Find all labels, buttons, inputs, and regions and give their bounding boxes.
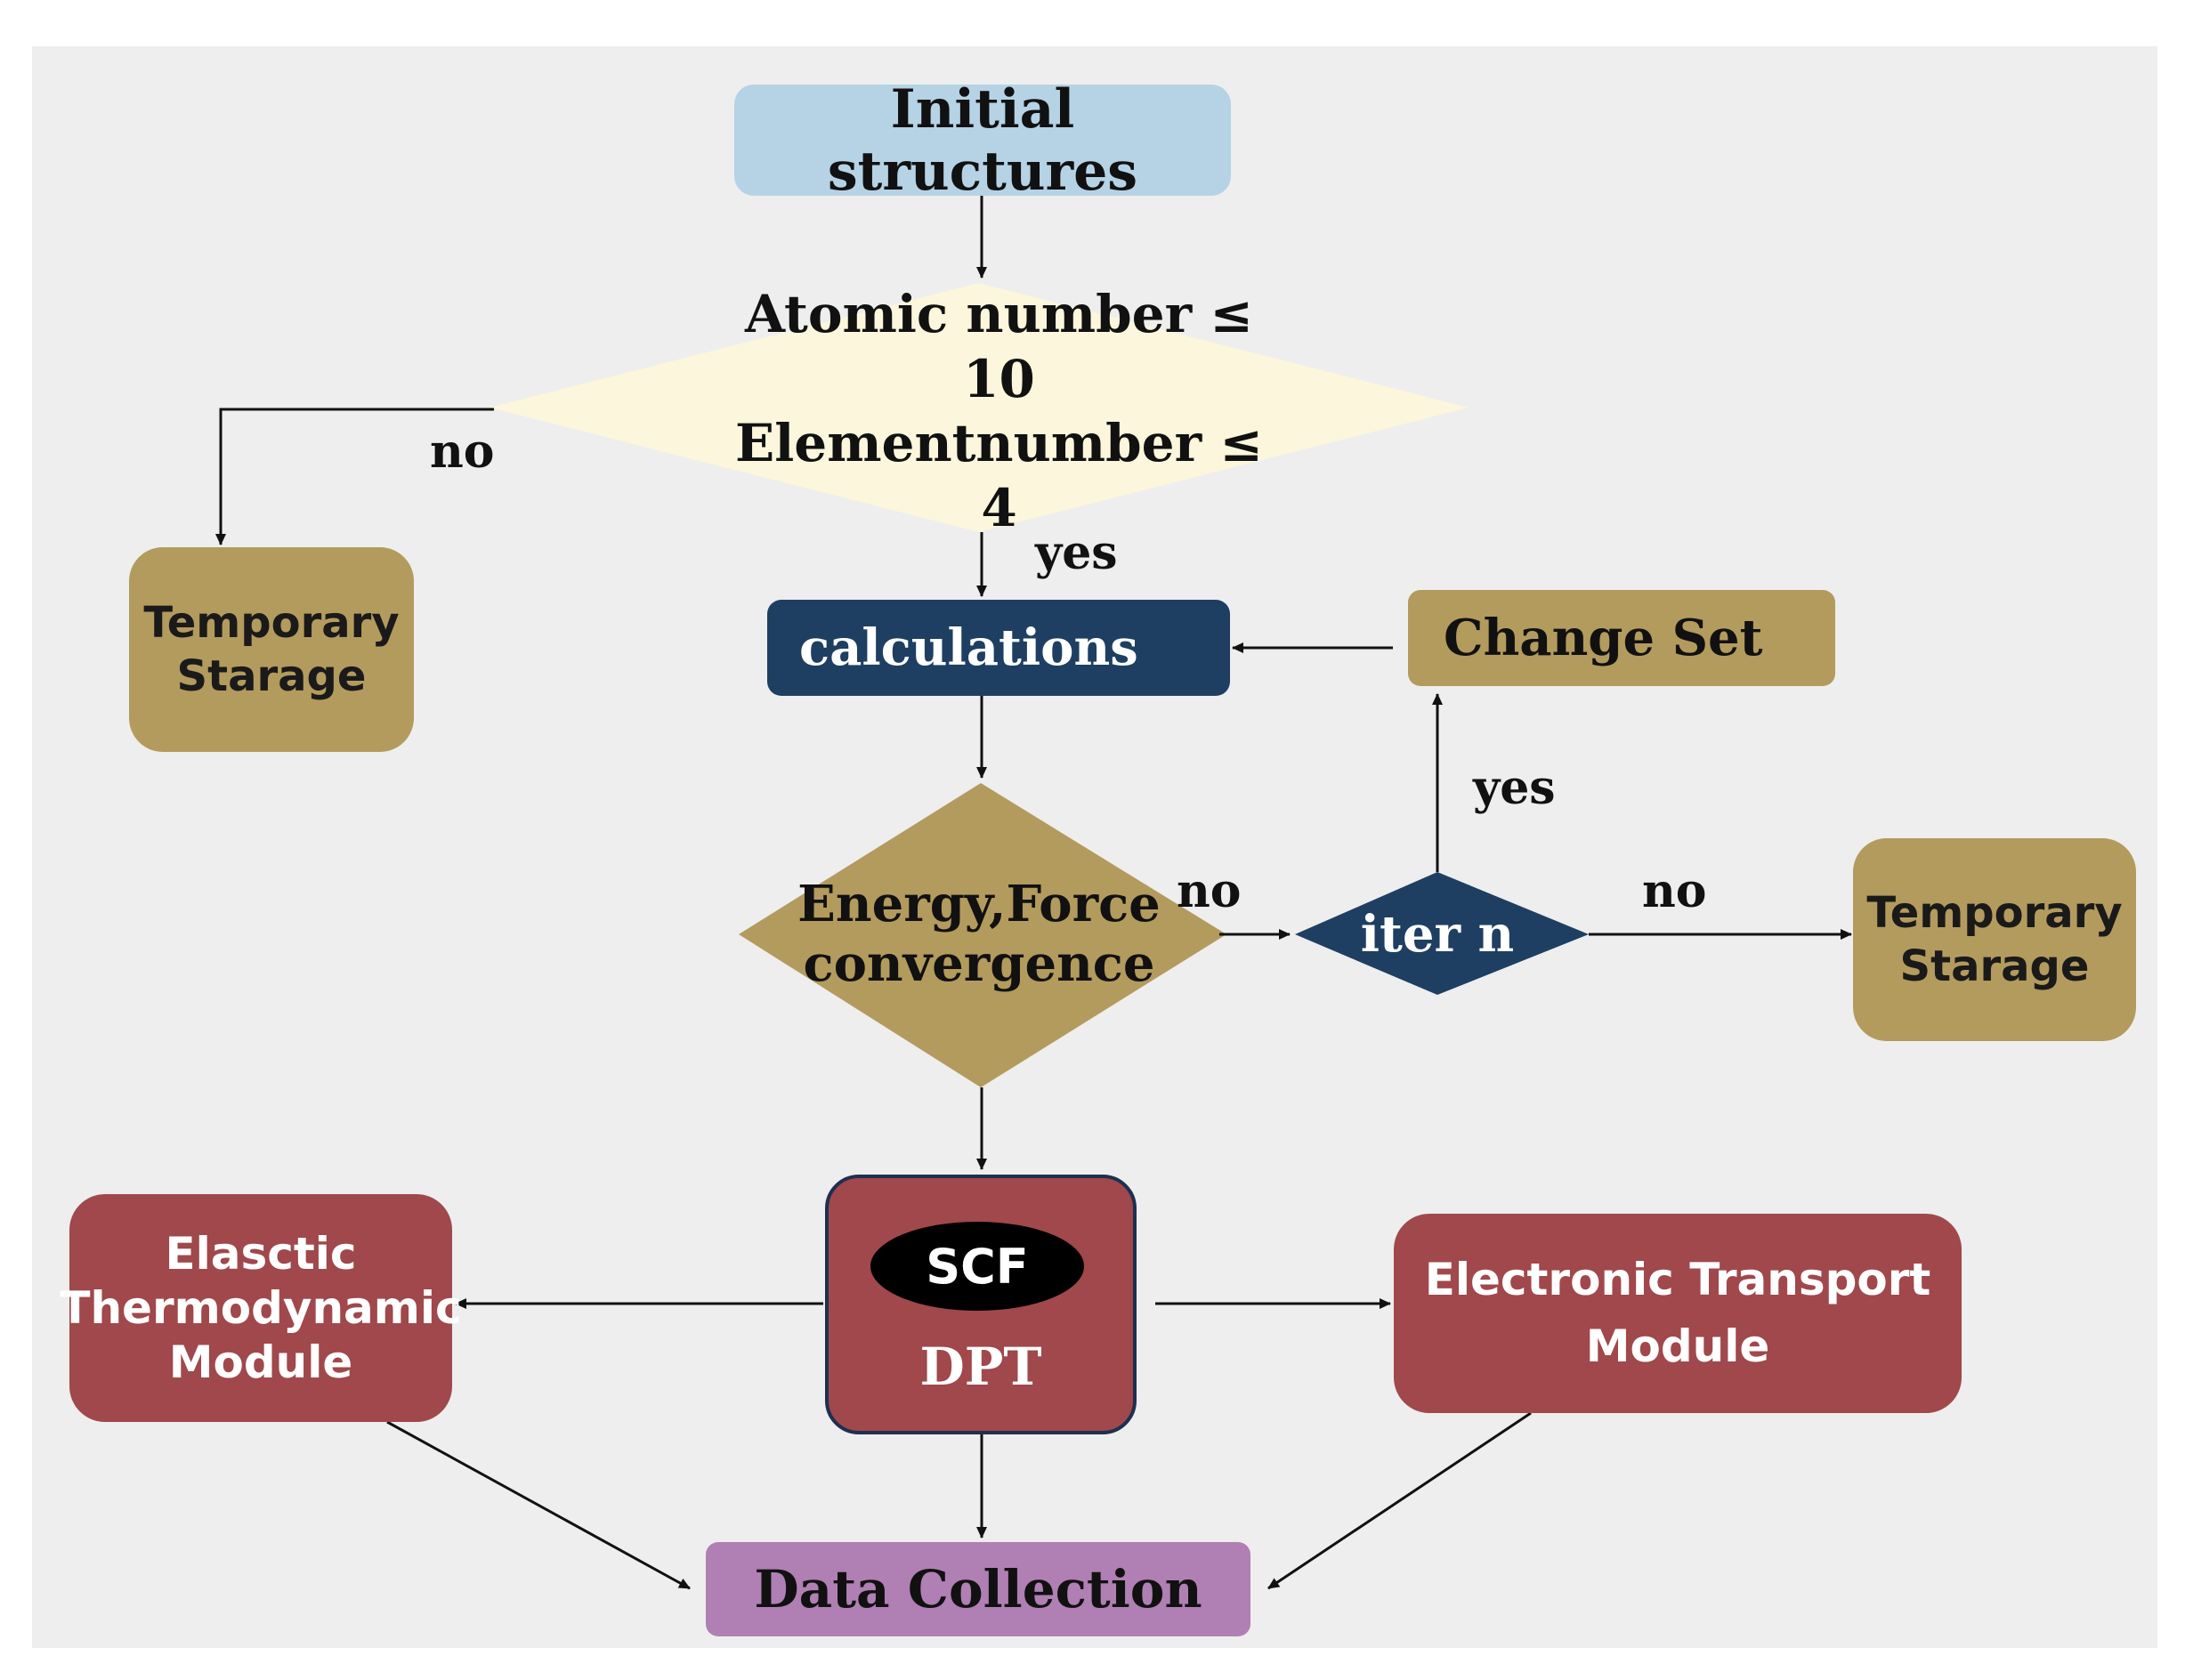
scf-ellipse: SCF bbox=[870, 1222, 1084, 1311]
iter-no-label: no bbox=[1642, 864, 1707, 918]
data-collection-label: Data Collection bbox=[754, 1559, 1202, 1619]
iter-label: iter n bbox=[1360, 905, 1515, 964]
criteria-text: Atomic number ≤ 10 Elementnumber ≤ 4 bbox=[676, 284, 1282, 538]
data-collection-box: Data Collection bbox=[706, 1542, 1250, 1636]
dpt-box: DPT bbox=[825, 1175, 1137, 1434]
calculations-label: calculations bbox=[799, 618, 1138, 677]
initial-structures-label: Initial structures bbox=[827, 77, 1138, 203]
convergence-line-2: convergence bbox=[803, 934, 1155, 993]
elastic-thermodynamic-module-box: Elasctic Thermodynamic Module bbox=[60, 1194, 462, 1422]
criteria-no-label: no bbox=[430, 424, 495, 479]
convergence-no-label: no bbox=[1177, 864, 1242, 918]
edge-elastic-to-data bbox=[386, 1420, 691, 1590]
dpt-label: DPT bbox=[919, 1337, 1042, 1397]
criteria-line-1: Atomic number ≤ 10 bbox=[745, 284, 1253, 409]
temporary-storage-right-box: Temporary Starage bbox=[1853, 838, 2136, 1041]
electronic-transport-module-label: Electronic Transport Module bbox=[1424, 1254, 1931, 1372]
edge-criteria-no bbox=[215, 408, 494, 545]
criteria-yes-label: yes bbox=[1035, 526, 1118, 580]
temporary-storage-right-label: Temporary Starage bbox=[1866, 888, 2123, 991]
initial-structures-box: Initial structures bbox=[734, 78, 1231, 203]
iter-diamond bbox=[1295, 872, 1589, 995]
scf-label: SCF bbox=[926, 1238, 1029, 1295]
edge-electronic-to-data bbox=[1267, 1411, 1532, 1590]
convergence-line-1: Energy,Force bbox=[797, 874, 1161, 933]
calculations-box: calculations bbox=[767, 600, 1230, 696]
change-set-box: Change Set bbox=[1408, 590, 1835, 686]
iter-yes-label: yes bbox=[1473, 761, 1556, 815]
elastic-thermodynamic-module-label: Elasctic Thermodynamic Module bbox=[60, 1227, 462, 1388]
temporary-storage-left-box: Temporary Starage bbox=[129, 547, 414, 752]
electronic-transport-module-box: Electronic Transport Module bbox=[1394, 1214, 1962, 1413]
convergence-diamond bbox=[739, 783, 1226, 1087]
change-set-label: Change Set bbox=[1444, 609, 1763, 667]
criteria-diamond bbox=[490, 283, 1469, 532]
convergence-text: Energy,Force convergence bbox=[783, 872, 1175, 997]
criteria-line-2: Elementnumber ≤ 4 bbox=[735, 413, 1263, 538]
iter-label-box: iter n bbox=[1326, 899, 1549, 970]
temporary-storage-left-label: Temporary Starage bbox=[143, 598, 400, 701]
